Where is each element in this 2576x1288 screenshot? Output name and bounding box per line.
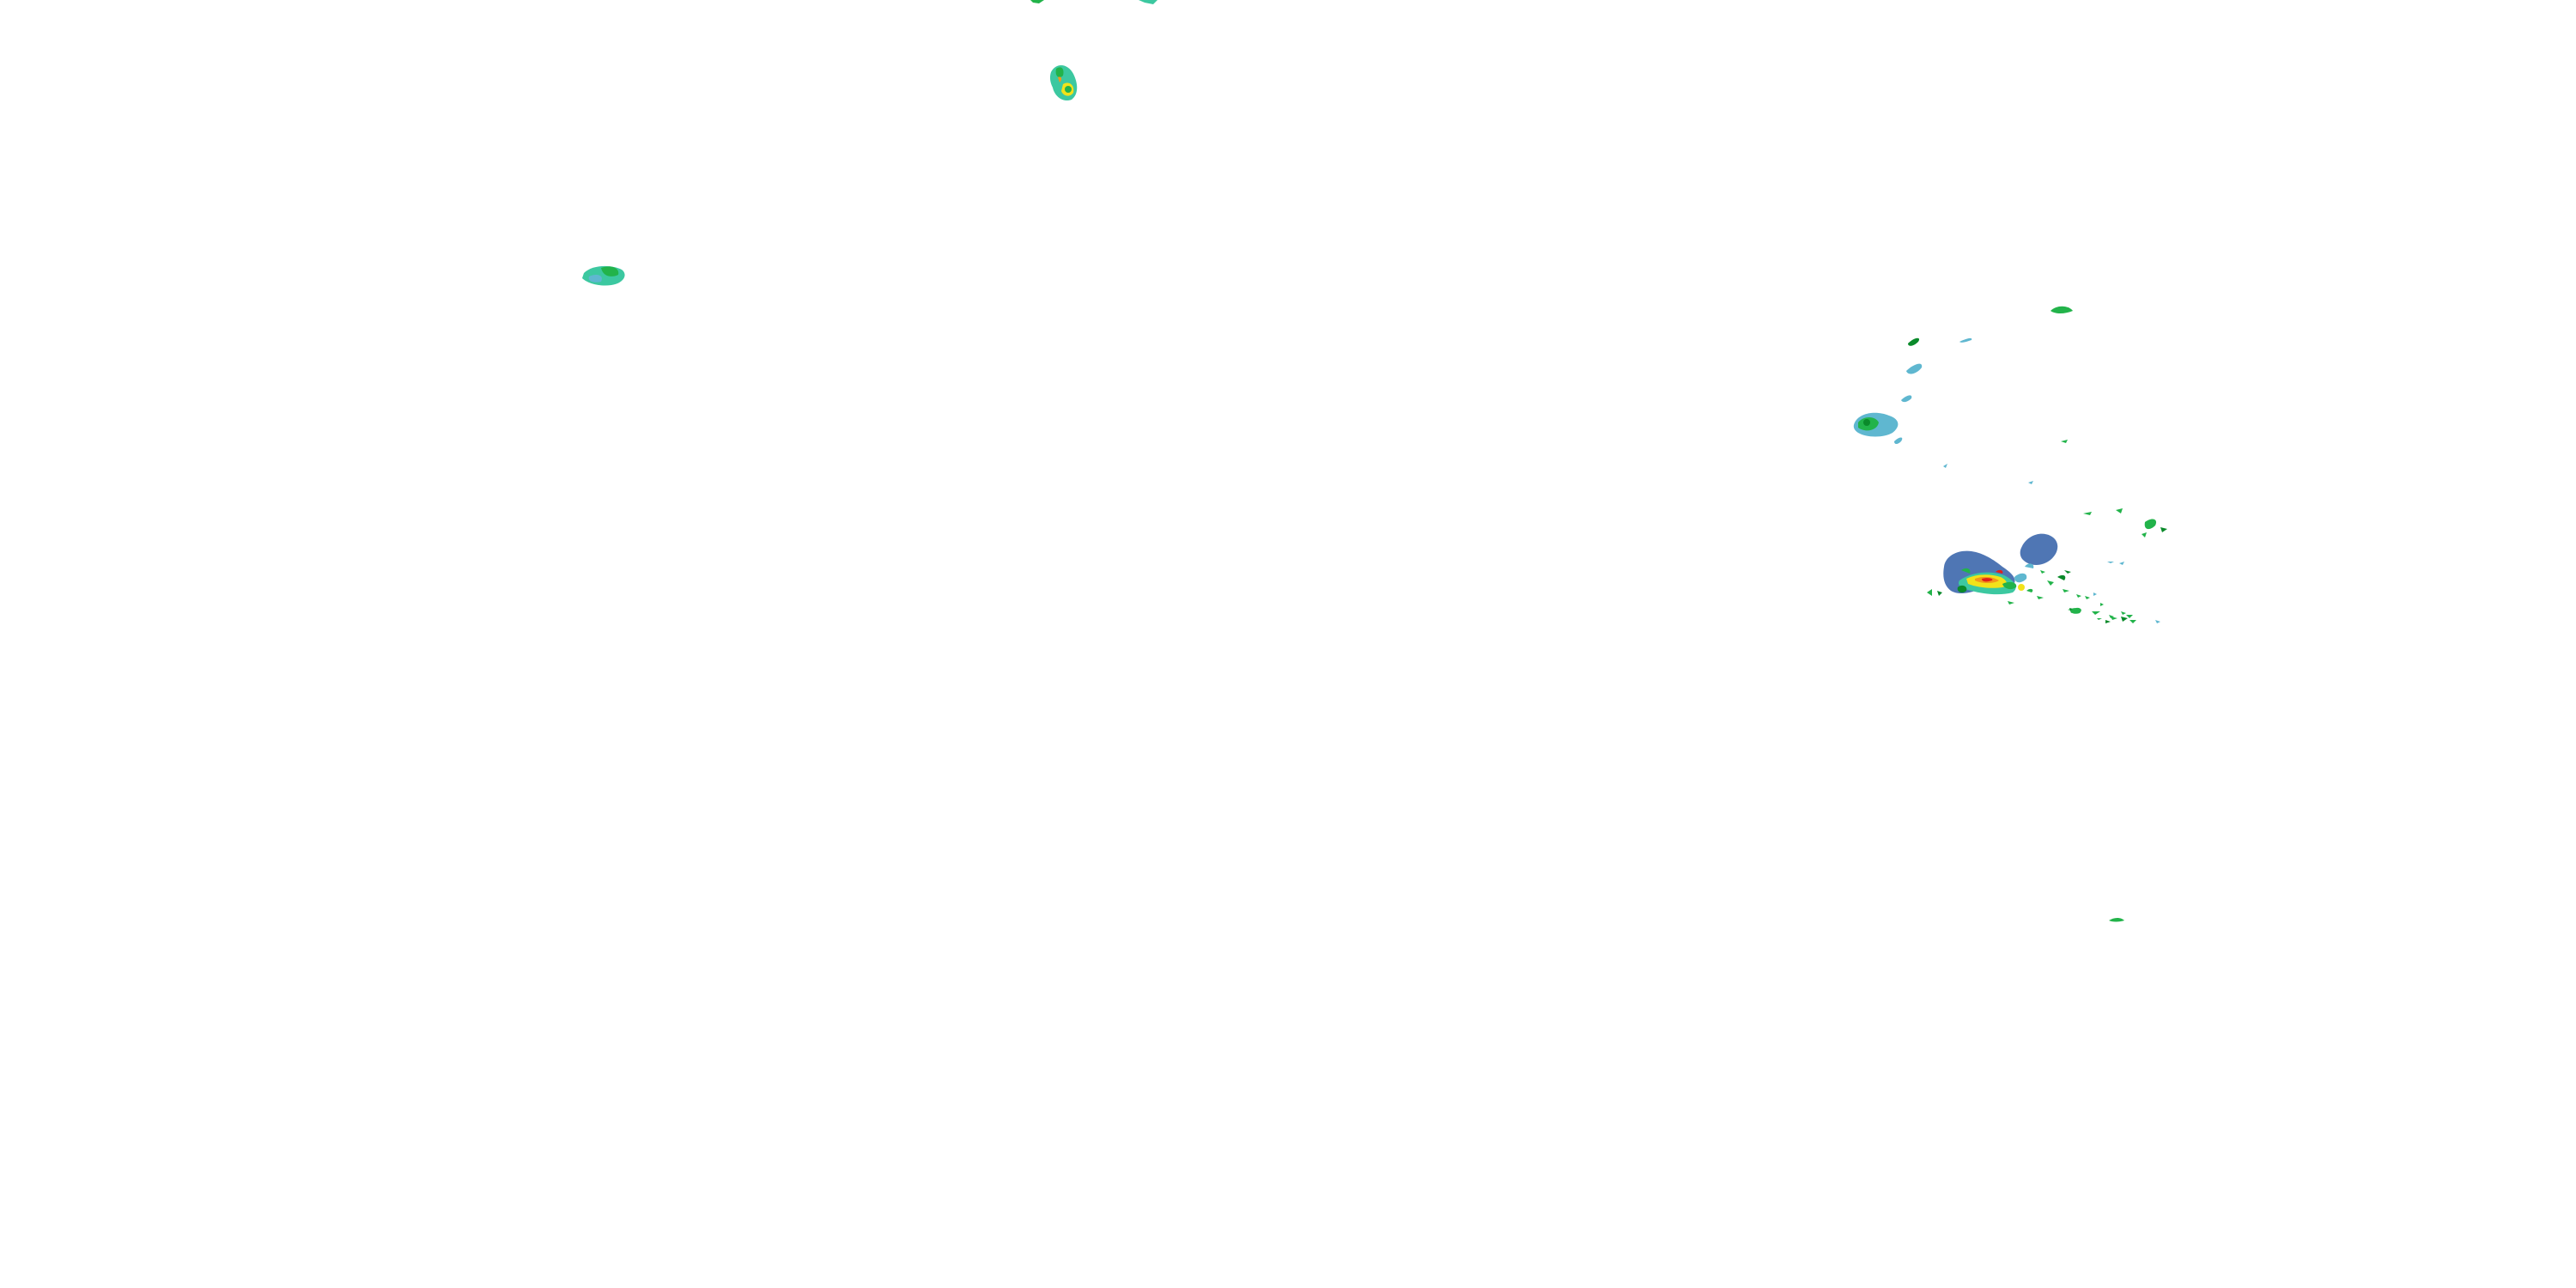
echo-cell-east — [1853, 412, 1899, 437]
echo-scatter-southeast — [1927, 562, 2160, 623]
echo-cluster-top-edge — [1030, 0, 1157, 4]
echo-fragment-south — [2109, 918, 2124, 922]
echo-fragment — [1030, 0, 1044, 3]
echo-scatter-northeast — [1894, 306, 2167, 538]
echo-cell-west — [582, 265, 625, 286]
echo-fragment — [1139, 0, 1157, 4]
echo-cell-north — [1049, 64, 1078, 101]
echo-complex-southeast — [1943, 533, 2058, 595]
